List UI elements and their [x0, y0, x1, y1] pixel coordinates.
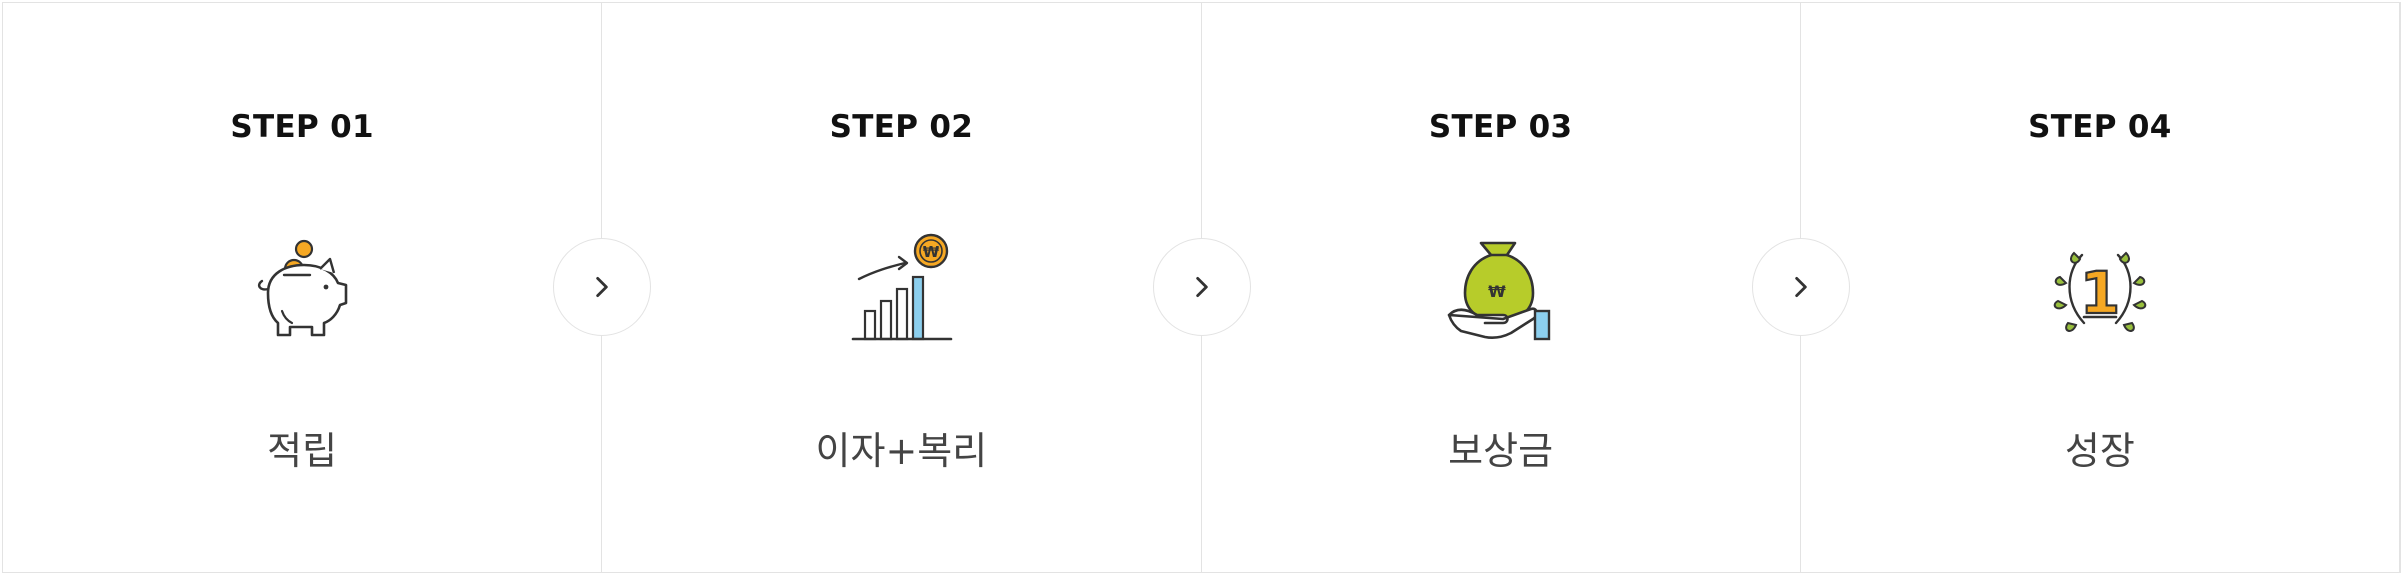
- laurel-first-place-icon: 1: [2040, 231, 2160, 351]
- step-01: STEP 01 적립: [3, 3, 603, 572]
- won-symbol: ₩: [923, 243, 940, 261]
- step-title: STEP 01: [230, 109, 374, 145]
- chevron-right-icon: [1795, 276, 1807, 298]
- piggy-bank-icon: [242, 231, 362, 351]
- step-title: STEP 03: [1428, 109, 1573, 145]
- growth-chart-icon: ₩: [841, 231, 961, 351]
- won-symbol: ₩: [1488, 282, 1506, 301]
- step-label: 이자+복리: [815, 429, 988, 473]
- step-label: 적립: [267, 429, 338, 473]
- next-arrow-1: [553, 238, 652, 336]
- step-title: STEP 02: [829, 109, 974, 145]
- step-03: STEP 03 ₩ 보상금: [1202, 3, 1801, 572]
- chevron-right-icon: [1195, 276, 1208, 298]
- step-label: 성장: [2064, 429, 2135, 473]
- money-bag-hand-icon: ₩: [1441, 231, 1561, 351]
- step-title: STEP 04: [2028, 109, 2172, 145]
- step-label: 보상금: [1448, 429, 1554, 473]
- next-arrow-2: [1152, 238, 1251, 336]
- step-02: STEP 02 ₩ 이자+복리: [602, 3, 1202, 572]
- chevron-right-icon: [596, 276, 608, 298]
- next-arrow-3: [1751, 238, 1850, 336]
- step-04: STEP 04 1 성장: [1801, 3, 2400, 572]
